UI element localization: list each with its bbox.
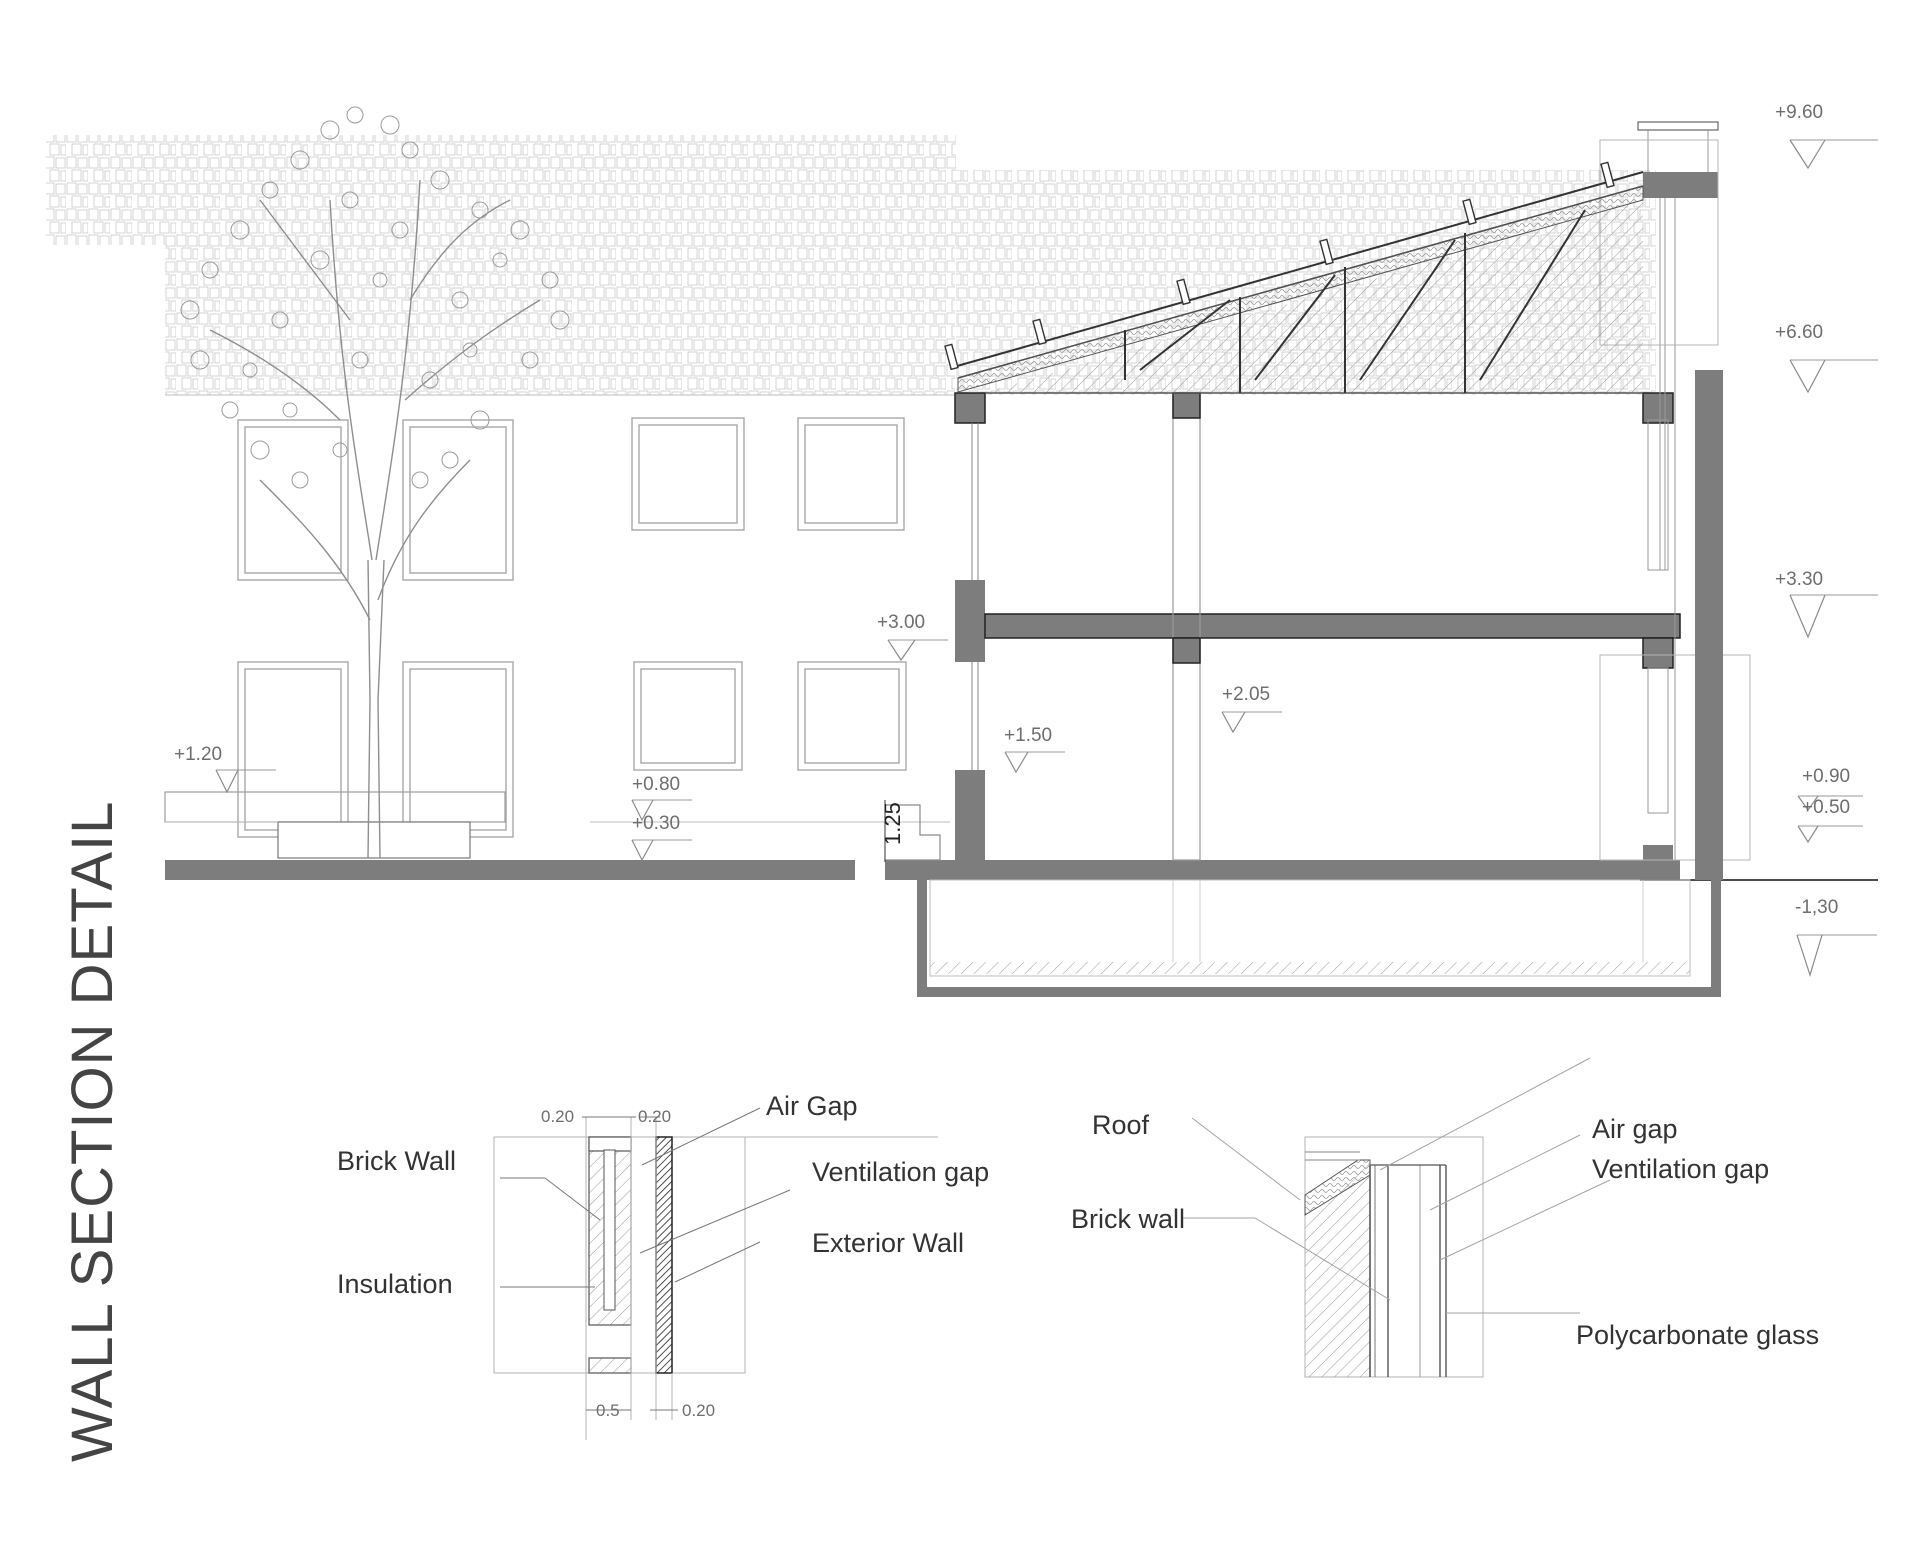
level-triangle bbox=[1789, 139, 1826, 170]
level-marker: -1,30 bbox=[1795, 897, 1877, 978]
detail-left-exterior-wall bbox=[655, 1136, 673, 1374]
level-triangle bbox=[887, 639, 916, 662]
level-marker: +0.80 bbox=[631, 774, 692, 822]
roof-slope bbox=[949, 171, 1644, 369]
level-marker: +6.60 bbox=[1775, 322, 1878, 394]
sheet-title: WALL SECTION DETAIL bbox=[60, 801, 125, 1462]
level-label: +0.50 bbox=[1802, 797, 1850, 818]
step-dimension: 1.25 bbox=[880, 800, 905, 862]
level-label: -1,30 bbox=[1795, 897, 1838, 918]
detail-left-dim-bottom-left: 0.5 bbox=[596, 1401, 620, 1420]
detail-right-label-air-gap: Air gap bbox=[1592, 1114, 1678, 1144]
left-wall-upper bbox=[954, 392, 986, 424]
left-wall-lower bbox=[955, 770, 985, 860]
level-triangle bbox=[1789, 359, 1826, 394]
ground-slab-right bbox=[885, 860, 1680, 880]
detail-left-label-air-gap: Air Gap bbox=[766, 1091, 858, 1121]
level-label: +2.05 bbox=[1222, 684, 1270, 705]
level-label: +1.50 bbox=[1004, 725, 1052, 746]
detail-right-label-brick-wall: Brick wall bbox=[1071, 1204, 1185, 1234]
detail-left-dim-top-right: 0.20 bbox=[638, 1107, 671, 1126]
level-marker: +1.50 bbox=[1004, 725, 1065, 774]
roof-tiles-left bbox=[46, 135, 956, 245]
basement-wall bbox=[917, 370, 1721, 997]
level-marker: +3.30 bbox=[1775, 569, 1878, 639]
detail-right-label-ventilation-gap: Ventilation gap bbox=[1592, 1154, 1769, 1184]
level-triangle bbox=[1797, 795, 1819, 812]
background-elevation bbox=[46, 135, 1656, 859]
section-structure bbox=[165, 121, 1878, 997]
level-label: +3.30 bbox=[1775, 569, 1823, 590]
level-triangle bbox=[631, 799, 654, 822]
level-label: +0.30 bbox=[632, 813, 680, 834]
level-triangle bbox=[631, 839, 654, 862]
level-label: +1.20 bbox=[174, 744, 222, 765]
right-wall-top bbox=[1643, 172, 1718, 198]
truss-webs bbox=[1124, 209, 1586, 393]
detail-left: 0.20 0.20 0.5 0.20 Brick Wall Insulation… bbox=[337, 1091, 989, 1440]
level-marker: +0.50 bbox=[1797, 797, 1863, 844]
level-marker: +3.00 bbox=[877, 612, 948, 662]
detail-left-dim-top-left: 0.20 bbox=[541, 1107, 574, 1126]
level-triangle bbox=[1221, 711, 1246, 734]
level-label: +3.00 bbox=[877, 612, 925, 633]
level-markers: +9.60 +6.60 +3.30 +3.00 +2.05 +1.50 +1.20 +0.90… bbox=[174, 102, 1878, 978]
level-marker: +0.30 bbox=[631, 813, 692, 862]
detail-left-label-ventilation-gap: Ventilation gap bbox=[812, 1157, 989, 1187]
detail-right: Roof Brick wall Air gap Ventilation gap … bbox=[1071, 1057, 1819, 1378]
roof-purlins bbox=[944, 161, 1615, 371]
level-label: +9.60 bbox=[1775, 102, 1823, 123]
level-marker: +1.20 bbox=[174, 744, 276, 794]
background-windows bbox=[237, 417, 907, 838]
ground-slab-left bbox=[165, 860, 855, 880]
right-wall-cap bbox=[1637, 121, 1719, 131]
detail-right-label-polycarbonate-glass: Polycarbonate glass bbox=[1576, 1320, 1819, 1350]
detail-left-label-brick-wall: Brick Wall bbox=[337, 1146, 456, 1176]
left-wall-mid bbox=[955, 580, 985, 662]
detail-right-label-roof: Roof bbox=[1092, 1110, 1150, 1140]
level-triangle bbox=[215, 769, 239, 794]
level-label: +6.60 bbox=[1775, 322, 1823, 343]
basement-insulation bbox=[929, 879, 1691, 977]
level-triangle bbox=[1004, 751, 1029, 774]
first-floor-slab bbox=[984, 613, 1681, 639]
detail-left-label-insulation: Insulation bbox=[337, 1269, 453, 1299]
detail-left-dim-bottom-right: 0.20 bbox=[682, 1401, 715, 1420]
roof-tiles-left-lower bbox=[165, 245, 955, 395]
level-marker: +2.05 bbox=[1221, 684, 1282, 734]
level-triangle bbox=[1796, 934, 1823, 978]
level-triangle bbox=[1797, 825, 1819, 844]
entry-step bbox=[885, 804, 941, 861]
detail-left-label-exterior-wall: Exterior Wall bbox=[812, 1228, 964, 1258]
tree bbox=[180, 106, 570, 859]
level-label: +0.80 bbox=[632, 774, 680, 795]
level-label: +0.90 bbox=[1802, 766, 1850, 787]
level-marker: +9.60 bbox=[1775, 102, 1878, 170]
level-marker: +0.90 bbox=[1797, 766, 1863, 812]
bench bbox=[277, 821, 471, 859]
step-dimension-label: 1.25 bbox=[880, 802, 905, 845]
level-triangle bbox=[1789, 594, 1826, 639]
planter-wall bbox=[164, 791, 506, 823]
